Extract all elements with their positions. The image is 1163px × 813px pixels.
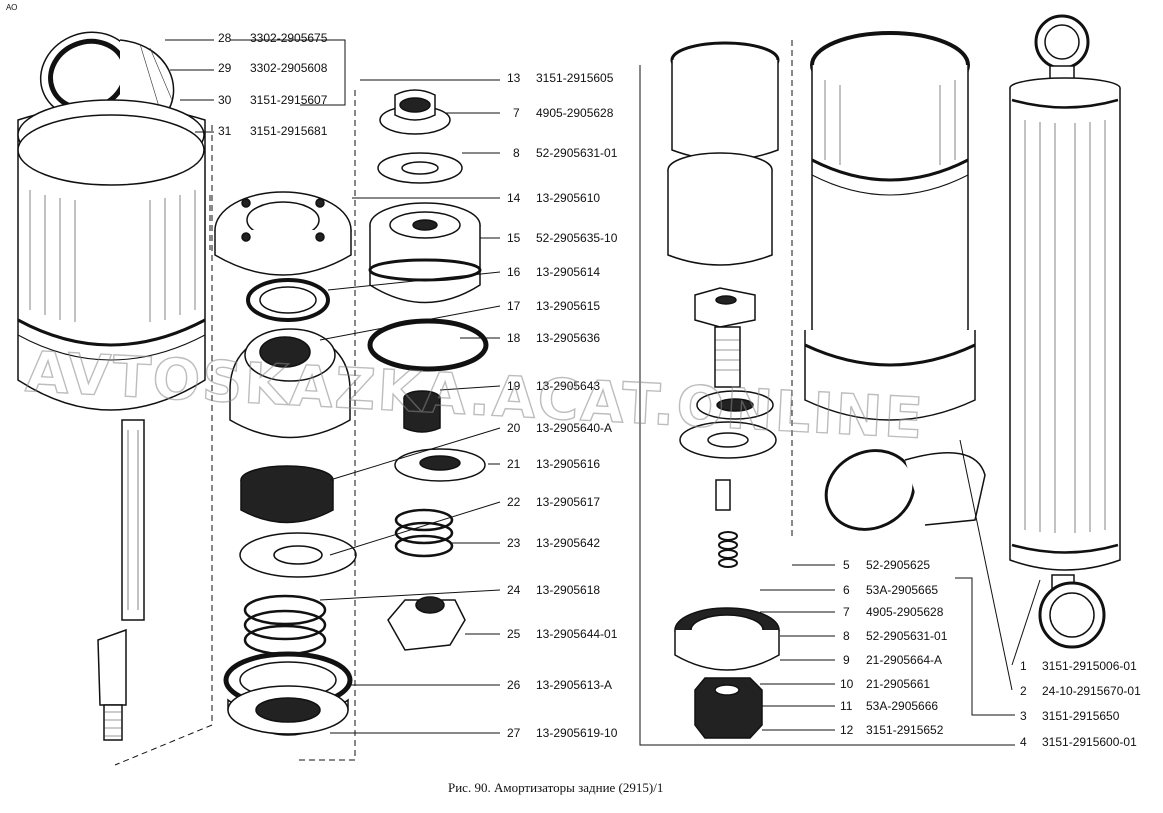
callout-number: 8 (513, 146, 520, 160)
part-code: 13-2905616 (536, 457, 600, 471)
callout-number: 6 (843, 583, 850, 597)
part-code: 4905-2905628 (536, 106, 614, 120)
svg-text:28: 28 (218, 31, 232, 45)
part-code: 3151-2915600-01 (1042, 735, 1137, 749)
callout-number: 30 (218, 93, 232, 107)
part-code: 3151-2915605 (536, 71, 614, 85)
callout-number: 20 (507, 421, 521, 435)
part-code: 21-2905661 (866, 677, 930, 691)
callout-number: 22 (507, 495, 521, 509)
callout-number: 28 (218, 31, 232, 45)
part-code: 13-2905610 (536, 191, 600, 205)
callout-number: 5 (843, 558, 850, 572)
callout-number: 17 (507, 299, 521, 313)
part-code: 13-2905618 (536, 583, 600, 597)
callout-number: 16 (507, 265, 521, 279)
callout-number: 26 (507, 678, 521, 692)
callout-number: 27 (507, 726, 521, 740)
callout-number: 7 (843, 605, 850, 619)
part-code: 13-2905614 (536, 265, 600, 279)
part-code: 4905-2905628 (866, 605, 944, 619)
callout-number: 19 (507, 379, 521, 393)
part-code: 53А-2905666 (866, 699, 938, 713)
figure-caption: Рис. 90. Амортизаторы задние (2915)/1 (448, 780, 663, 795)
part-code: 3151-2915681 (250, 124, 328, 138)
corner-mark: АО (6, 3, 17, 12)
left-shock-absorber-assembly (17, 31, 213, 766)
part-code: 52-2905635-10 (536, 231, 618, 245)
callout-number: 23 (507, 536, 521, 550)
part-code: 53А-2905665 (866, 583, 938, 597)
right-tube-assembly (667, 14, 1121, 739)
callout-number: 1 (1020, 659, 1027, 673)
callout-number: 14 (507, 191, 521, 205)
callout-number: 25 (507, 627, 521, 641)
callout-number: 9 (843, 653, 850, 667)
callout-number: 4 (1020, 735, 1027, 749)
part-code: 13-2905613-А (536, 678, 612, 692)
part-code: 13-2905617 (536, 495, 600, 509)
part-code: 3151-2915006-01 (1042, 659, 1137, 673)
part-code: 13-2905644-01 (536, 627, 618, 641)
part-code: 13-2905642 (536, 536, 600, 550)
part-code: 52-2905631-01 (536, 146, 618, 160)
callout-labels: 28 3302-2905675 29 3302-2905608 30 3151-… (218, 31, 1141, 749)
part-code: 3151-2915652 (866, 723, 944, 737)
callout-number: 3 (1020, 709, 1027, 723)
part-code: 52-2905625 (866, 558, 930, 572)
callout-number: 21 (507, 457, 521, 471)
callout-number: 2 (1020, 684, 1027, 698)
part-code: 3151-2915650 (1042, 709, 1120, 723)
part-code: 21-2905664-А (866, 653, 942, 667)
callout-number: 31 (218, 124, 232, 138)
part-code: 3151-2915607 (250, 93, 328, 107)
callout-number: 29 (218, 61, 232, 75)
part-code: 24-10-2915670-01 (1042, 684, 1141, 698)
part-code: 3302-2905608 (250, 61, 328, 75)
part-code: 13-2905636 (536, 331, 600, 345)
callout-number: 12 (840, 723, 854, 737)
part-code: 13-2905640-А (536, 421, 612, 435)
callout-number: 11 (840, 699, 853, 713)
part-code: 52-2905631-01 (866, 629, 948, 643)
callout-number: 7 (513, 106, 520, 120)
part-code: 13-2905643 (536, 379, 600, 393)
callout-number: 18 (507, 331, 521, 345)
callout-number: 8 (843, 629, 850, 643)
callout-number: 15 (507, 231, 521, 245)
middle-parts-stack (209, 89, 489, 761)
part-code: 13-2905615 (536, 299, 600, 313)
part-code: 13-2905619-10 (536, 726, 618, 740)
callout-number: 24 (507, 583, 521, 597)
part-code: 3302-2905675 (250, 31, 328, 45)
callout-number: 10 (840, 677, 854, 691)
callout-number: 13 (507, 71, 521, 85)
leader-lines (165, 39, 1041, 746)
